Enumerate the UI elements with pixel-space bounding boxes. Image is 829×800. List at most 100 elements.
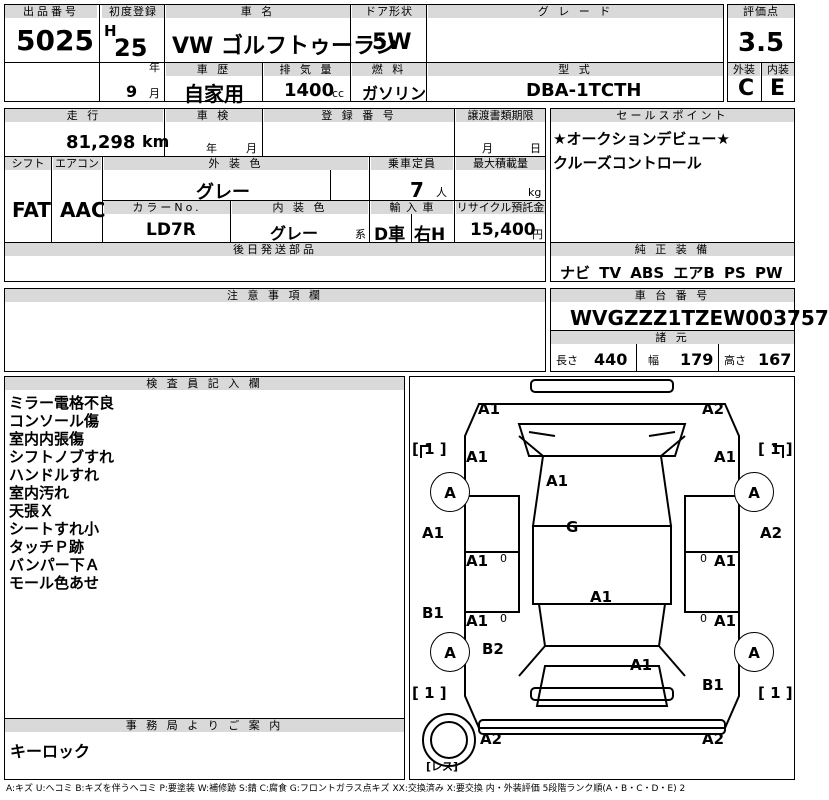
wheel-front-right: A	[734, 472, 774, 512]
ac-value: AAC	[60, 198, 106, 222]
regno-label: 登 録 番 号	[264, 109, 454, 122]
wheel-rear-left: A	[430, 632, 470, 672]
note-line: 室内内張傷	[9, 430, 85, 448]
color-no-value: LD7R	[146, 220, 196, 240]
inspector-label: 検 査 員 記 入 欄	[5, 377, 404, 390]
score-value: 3.5	[738, 28, 785, 58]
zero-mark: 0	[700, 612, 707, 625]
height-value: 167	[758, 350, 792, 369]
note-line: シートすれ小	[9, 520, 100, 538]
history-label: 車 歴	[166, 63, 262, 76]
equipment-label: 純 正 装 備	[551, 243, 794, 256]
chassis-label: 車 台 番 号	[551, 289, 794, 302]
caution-panel	[4, 288, 546, 372]
sales-point-1: ★オークションデビュー★	[553, 130, 730, 148]
sales-label: セールスポイント	[551, 109, 794, 122]
damage-mark: A1	[714, 552, 737, 570]
width-value: 179	[680, 350, 714, 369]
int-color-suffix: 系	[355, 228, 366, 241]
car-diagram	[420, 379, 784, 767]
header-panel	[4, 4, 724, 102]
damage-mark: A2	[702, 730, 725, 748]
mileage-label: 走 行	[5, 109, 163, 122]
grade-label: グ レ ー ド	[428, 5, 723, 18]
ext-color-value: グレー	[196, 182, 250, 203]
import-label: 輸 入 車	[371, 201, 453, 214]
car-name: VW ゴルフトゥーラン	[172, 34, 397, 59]
import-type: D車	[374, 225, 406, 245]
shift-label: シフト	[5, 157, 51, 170]
lot-number: 5025	[16, 24, 94, 57]
name-label: 車 名	[166, 5, 350, 18]
zero-mark: 0	[700, 552, 707, 565]
ext-color-label: 外 装 色	[104, 157, 368, 170]
era-mark: H	[104, 22, 117, 40]
month-unit: 月	[149, 87, 160, 100]
damage-mark: A1	[546, 472, 569, 490]
zero-mark: 0	[500, 552, 507, 565]
height-label: 高さ	[724, 354, 746, 367]
recycle-unit: 円	[532, 228, 543, 241]
bracket-mark-bottom-left: [ 1 ]	[412, 684, 447, 702]
note-line: モール色あせ	[9, 574, 100, 592]
damage-mark: A2	[760, 524, 783, 542]
later-parts-label: 後日発送部品	[5, 243, 545, 256]
bracket-mark-top-right: [ 1 ]	[758, 440, 793, 458]
recycle-label: リサイクル預託金	[456, 201, 545, 214]
fuel-value: ガソリン	[362, 84, 427, 103]
mileage-value: 81,298	[66, 132, 136, 153]
damage-mark: A1	[466, 552, 489, 570]
damage-mark: A1	[466, 448, 489, 466]
chassis-value: WVGZZZ1TZEW003757	[570, 306, 829, 330]
reg-month: 9	[126, 82, 138, 101]
office-label: 事 務 局 よ り ご 案 内	[5, 719, 404, 732]
damage-mark: B1	[702, 676, 724, 694]
displacement-value: 1400	[284, 80, 335, 101]
door-label: ドア形状	[352, 5, 426, 18]
zero-mark: 0	[500, 612, 507, 625]
length-value: 440	[594, 350, 628, 369]
capacity-value: 7	[410, 178, 424, 202]
note-line: シフトノブすれ	[9, 448, 115, 466]
capacity-unit: 人	[436, 186, 447, 199]
note-line: ミラー電格不良	[9, 394, 115, 412]
int-label: 内装	[762, 63, 794, 76]
note-line: 室内汚れ	[9, 484, 70, 502]
width-label: 幅	[648, 354, 659, 367]
inspector-notes: ミラー電格不良 コンソール傷 室内内張傷 シフトノブすれ ハンドルすれ 室内汚れ…	[9, 394, 114, 592]
mileage-unit: km	[142, 132, 170, 151]
int-grade: E	[770, 76, 786, 101]
ext-grade: C	[738, 76, 755, 101]
fuel-label: 燃 料	[352, 63, 426, 76]
office-text: キーロック	[10, 742, 91, 761]
first-reg-label: 初度登録	[102, 5, 164, 18]
legend-text: A:キズ U:ヘコミ B:キズを伴うヘコミ P:要塗装 W:補修跡 S:錆 C:…	[6, 784, 686, 794]
spec-label: 諸 元	[551, 331, 794, 344]
spare-tire-label: [レス]	[426, 760, 459, 773]
colorno-label: カラーNo.	[104, 201, 230, 214]
damage-mark: B2	[482, 640, 504, 658]
insp-year-unit: 年	[206, 142, 217, 155]
inspector-panel	[4, 376, 405, 780]
lot-label: 出品番号	[5, 5, 97, 18]
wheel-rear-right: A	[734, 632, 774, 672]
year-unit: 年	[149, 61, 160, 74]
transfer-month-unit: 月	[482, 142, 493, 155]
int-color-value: グレー	[270, 224, 319, 243]
damage-mark: A1	[714, 612, 737, 630]
score-label: 評価点	[728, 5, 794, 18]
reg-year: 25	[114, 34, 148, 62]
damage-mark: A2	[702, 400, 725, 418]
damage-mark: G	[566, 518, 579, 536]
damage-mark: A1	[422, 524, 445, 542]
damage-mark: A1	[478, 400, 501, 418]
damage-mark: A1	[630, 656, 653, 674]
load-unit: kg	[528, 186, 542, 199]
note-line: 天張Ｘ	[9, 502, 55, 520]
damage-mark: A1	[590, 588, 613, 606]
steering-side: 右H	[414, 225, 446, 245]
bracket-mark-top-left: [ 1 ]	[412, 440, 447, 458]
sales-point-2: クルーズコントロール	[553, 154, 702, 172]
damage-mark: A1	[714, 448, 737, 466]
insp-month-unit: 月	[246, 142, 257, 155]
